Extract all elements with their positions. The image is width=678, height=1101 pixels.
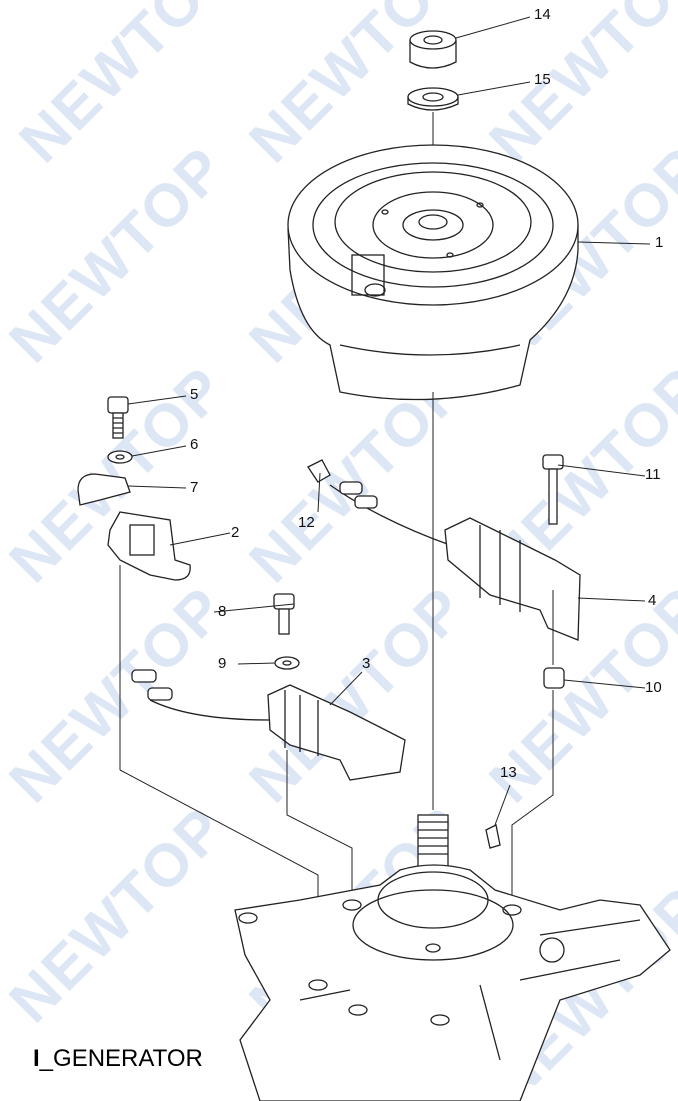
callout-14: 14: [534, 6, 551, 23]
callout-15: 15: [534, 71, 551, 88]
callout-7: 7: [190, 479, 199, 496]
leader-lines: [127, 16, 651, 826]
callout-10: 10: [645, 679, 662, 696]
callout-8: 8: [218, 603, 227, 620]
callout-3: 3: [362, 655, 371, 672]
callout-12: 12: [298, 514, 315, 531]
title-prefix: I: [33, 1045, 40, 1072]
charge-coil-part: [131, 669, 406, 781]
callout-11: 11: [645, 466, 661, 483]
title-text: _GENERATOR: [39, 1045, 203, 1072]
callout-6: 6: [190, 436, 199, 453]
callout-9: 9: [218, 655, 227, 672]
washer-part: [407, 87, 459, 111]
nut-part: [409, 30, 457, 69]
callout-1: 1: [655, 234, 664, 251]
flywheel-part: [287, 144, 579, 401]
callout-13: 13: [500, 764, 517, 781]
diagram-title: I_GENERATOR: [33, 1045, 203, 1073]
callout-4: 4: [648, 592, 657, 609]
callout-2: 2: [231, 524, 240, 541]
bolt-part: [107, 396, 129, 439]
callout-5: 5: [190, 386, 199, 403]
pulser-coil-part: [329, 481, 581, 641]
bracket-part: [107, 511, 191, 581]
crankcase-part: [234, 864, 671, 1101]
